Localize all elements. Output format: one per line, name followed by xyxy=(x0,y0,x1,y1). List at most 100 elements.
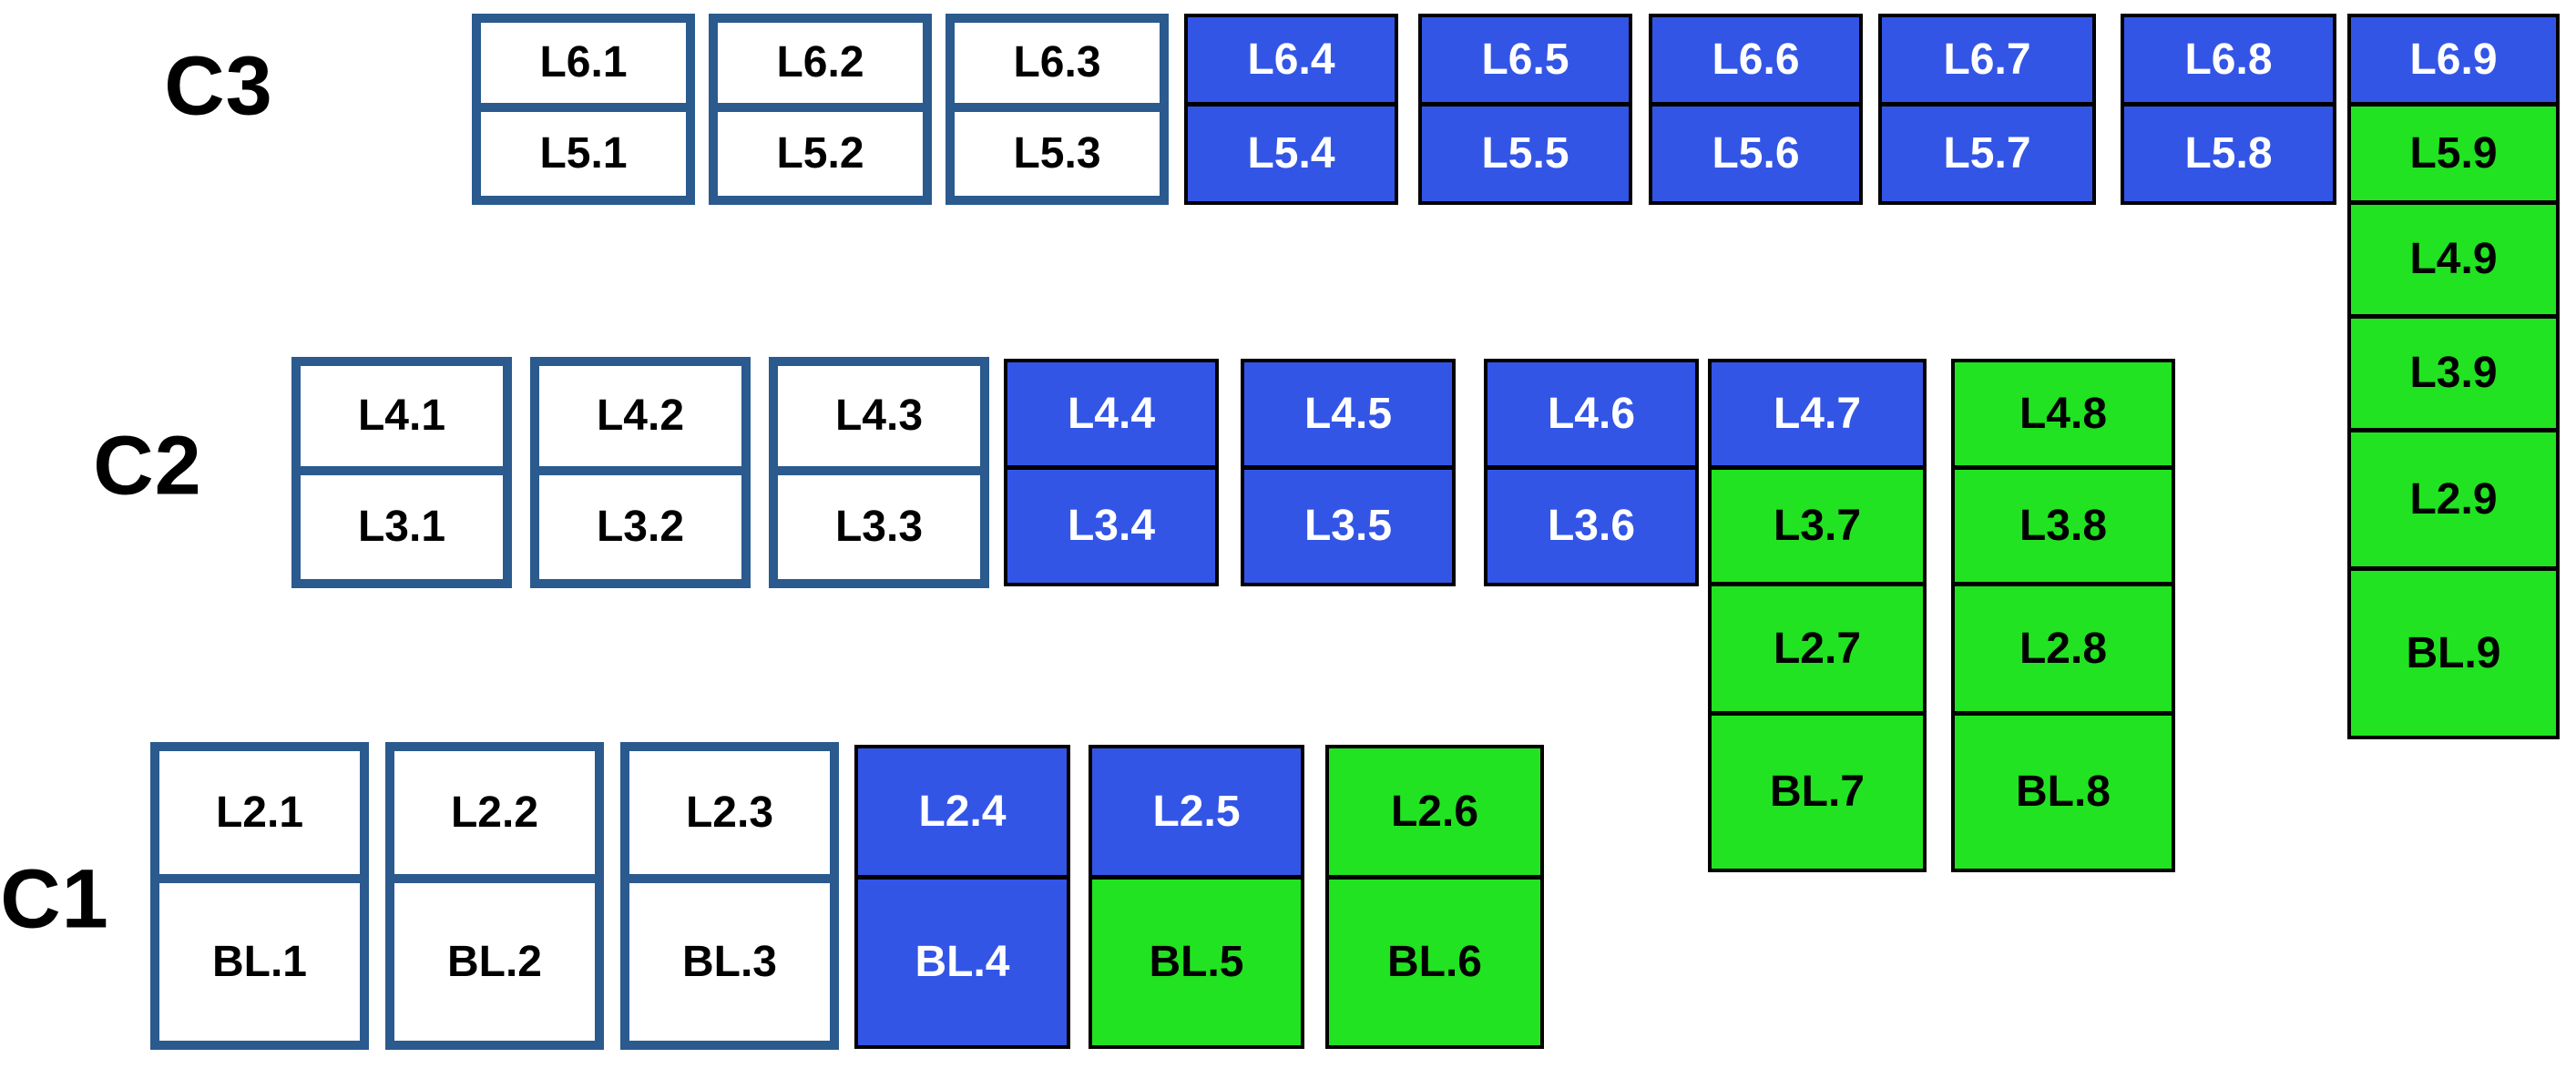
row-label-c1: C1 xyxy=(0,852,109,946)
cell-label: BL.2 xyxy=(446,937,542,986)
cell-label: L3.5 xyxy=(1303,502,1393,550)
cell-L6.1: L6.1 xyxy=(481,23,686,103)
cell-BL.6: BL.6 xyxy=(1329,875,1540,1045)
cell-BL.2: BL.2 xyxy=(394,874,595,1041)
cell-label: L4.3 xyxy=(834,392,924,440)
cell-label: L4.5 xyxy=(1303,389,1393,438)
cell-label: L2.4 xyxy=(918,787,1007,836)
cell-L5.4: L5.4 xyxy=(1188,102,1395,201)
cell-L5.8: L5.8 xyxy=(2124,102,2333,201)
cell-L6.7: L6.7 xyxy=(1882,17,2092,102)
cell-label: L5.2 xyxy=(776,129,864,178)
cell-label: L5.8 xyxy=(2184,129,2273,178)
cell-L4.3: L4.3 xyxy=(778,366,980,466)
cell-label: L2.9 xyxy=(2409,474,2498,524)
cell-label: L2.8 xyxy=(2019,624,2108,673)
cell-BL.1: BL.1 xyxy=(159,874,360,1041)
cell-label: L3.8 xyxy=(2019,501,2108,550)
cell-label: L5.4 xyxy=(1247,129,1335,178)
cell-L3.1: L3.1 xyxy=(301,466,503,579)
cell-L6.4: L6.4 xyxy=(1188,17,1395,102)
cell-label: BL.8 xyxy=(2015,768,2111,816)
cell-label: L6.4 xyxy=(1247,35,1335,84)
row-label-c3: C3 xyxy=(164,39,273,133)
cell-label: L2.3 xyxy=(685,788,774,837)
cell-L2.1: L2.1 xyxy=(159,751,360,874)
cell-L6.9: L6.9 xyxy=(2351,17,2556,102)
cell-label: L4.1 xyxy=(357,392,446,440)
cell-label: L3.9 xyxy=(2409,349,2498,397)
cell-L3.9: L3.9 xyxy=(2351,314,2556,428)
cell-L4.7: L4.7 xyxy=(1712,362,1923,465)
cell-L5.5: L5.5 xyxy=(1422,102,1629,201)
cell-L3.7: L3.7 xyxy=(1712,465,1923,582)
cell-label: L2.5 xyxy=(1152,787,1241,836)
cell-L3.3: L3.3 xyxy=(778,466,980,579)
cell-label: L5.7 xyxy=(1943,129,2031,178)
cell-L2.2: L2.2 xyxy=(394,751,595,874)
cell-label: L6.8 xyxy=(2184,35,2273,84)
cell-label: BL.5 xyxy=(1149,938,1244,986)
cell-L6.8: L6.8 xyxy=(2124,17,2333,102)
cell-L2.5: L2.5 xyxy=(1092,748,1301,875)
cell-label: L2.2 xyxy=(450,788,539,837)
cell-label: BL.3 xyxy=(681,937,777,986)
cell-L2.3: L2.3 xyxy=(629,751,830,874)
cell-label: BL.6 xyxy=(1386,938,1482,986)
cell-label: BL.9 xyxy=(2406,628,2501,677)
cell-label: L6.6 xyxy=(1712,35,1800,84)
cell-label: L5.3 xyxy=(1013,129,1101,178)
cell-L4.8: L4.8 xyxy=(1955,362,2172,465)
cell-L3.4: L3.4 xyxy=(1007,465,1215,583)
cell-L5.1: L5.1 xyxy=(481,103,686,196)
cell-L4.9: L4.9 xyxy=(2351,200,2556,314)
cell-L4.4: L4.4 xyxy=(1007,362,1215,465)
cell-label: L4.4 xyxy=(1067,389,1156,438)
cell-label: L6.7 xyxy=(1943,35,2031,84)
cell-label: L4.7 xyxy=(1773,389,1862,438)
cell-label: L6.3 xyxy=(1013,38,1101,86)
cell-L3.5: L3.5 xyxy=(1244,465,1452,583)
cell-label: L4.6 xyxy=(1547,389,1636,438)
cell-BL.3: BL.3 xyxy=(629,874,830,1041)
cell-L5.7: L5.7 xyxy=(1882,102,2092,201)
cell-label: L4.8 xyxy=(2019,389,2108,438)
cell-L2.9: L2.9 xyxy=(2351,428,2556,566)
cell-label: BL.4 xyxy=(915,938,1010,986)
cell-BL.4: BL.4 xyxy=(858,875,1067,1045)
cell-L5.9: L5.9 xyxy=(2351,102,2556,200)
cell-label: L4.2 xyxy=(596,392,685,440)
cell-L6.2: L6.2 xyxy=(718,23,923,103)
cell-L5.2: L5.2 xyxy=(718,103,923,196)
cell-L2.4: L2.4 xyxy=(858,748,1067,875)
cell-L3.6: L3.6 xyxy=(1487,465,1695,583)
cell-L6.5: L6.5 xyxy=(1422,17,1629,102)
row-label-c2: C2 xyxy=(93,419,202,513)
cell-label: L5.1 xyxy=(539,129,628,178)
cell-L4.6: L4.6 xyxy=(1487,362,1695,465)
cell-L6.3: L6.3 xyxy=(955,23,1160,103)
cell-L4.2: L4.2 xyxy=(539,366,741,466)
cell-label: L3.3 xyxy=(834,503,924,551)
cell-L5.6: L5.6 xyxy=(1652,102,1859,201)
cell-label: L2.6 xyxy=(1390,787,1479,836)
cell-label: L6.2 xyxy=(776,38,864,86)
